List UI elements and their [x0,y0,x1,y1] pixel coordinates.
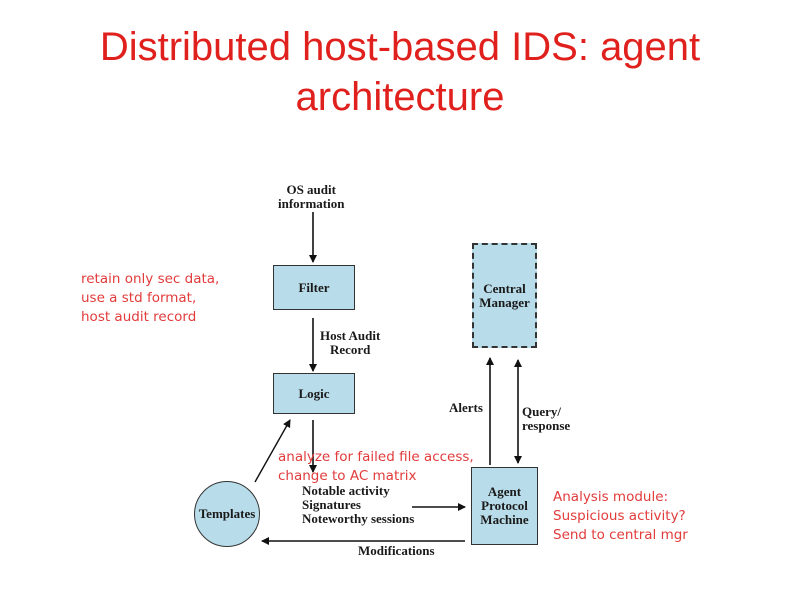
agent-note-line-2: Suspicious activity? [553,508,686,524]
agent-line-2: Protocol [481,498,528,513]
filter-label: Filter [298,279,330,295]
query-response-label: Query/ response [522,405,570,433]
logic-note-line-1: analyze for failed file access, [278,449,474,465]
templates-label: Templates [198,506,256,521]
logic-outputs-label: Notable activity Signatures Noteworthy s… [302,484,414,526]
host-audit-line-1: Host Audit [320,328,381,343]
agent-protocol-machine-box: Agent Protocol Machine [471,467,538,545]
agent-line-3: Machine [480,512,529,527]
title-line-1: Distributed host-based IDS: agent [99,25,701,69]
os-audit-line-1: OS audit [286,182,336,197]
arrow-templates-to-logic [254,419,291,483]
central-manager-box: Central Manager [472,243,537,348]
agent-note-line-1: Analysis module: [553,489,669,505]
modifications-label: Modifications [358,543,435,558]
templates-circle: Templates [194,481,260,547]
host-audit-record-label: Host Audit Record [320,329,380,357]
os-audit-label: OS audit information [278,183,344,211]
slide-title: Distributed host-based IDS: agent archit… [0,22,800,122]
query-line-2: response [522,418,571,433]
title-line-2: architecture [295,75,505,119]
agent-line-1: Agent [487,484,522,499]
query-line-1: Query/ [522,404,561,419]
logic-label: Logic [298,385,330,401]
agent-annotation: Analysis module: Suspicious activity? Se… [553,488,688,545]
agent-note-line-3: Send to central mgr [553,527,688,543]
filter-note-line-3: host audit record [81,309,197,325]
central-manager-line-2: Manager [479,294,530,310]
filter-note-line-2: use a std format, [81,290,197,306]
logic-note-line-2: change to AC matrix [278,468,417,484]
signatures-label: Signatures [302,497,361,512]
filter-box: Filter [273,265,355,310]
logic-box: Logic [273,373,355,414]
noteworthy-sessions-label: Noteworthy sessions [302,511,415,526]
alerts-label: Alerts [449,400,483,415]
filter-annotation: retain only sec data, use a std format, … [81,270,219,327]
logic-annotation: analyze for failed file access, change t… [278,448,474,486]
notable-activity-label: Notable activity [302,483,390,498]
filter-note-line-1: retain only sec data, [81,271,220,287]
host-audit-line-2: Record [329,342,371,357]
central-manager-line-1: Central [483,280,526,296]
os-audit-line-2: information [278,196,345,211]
